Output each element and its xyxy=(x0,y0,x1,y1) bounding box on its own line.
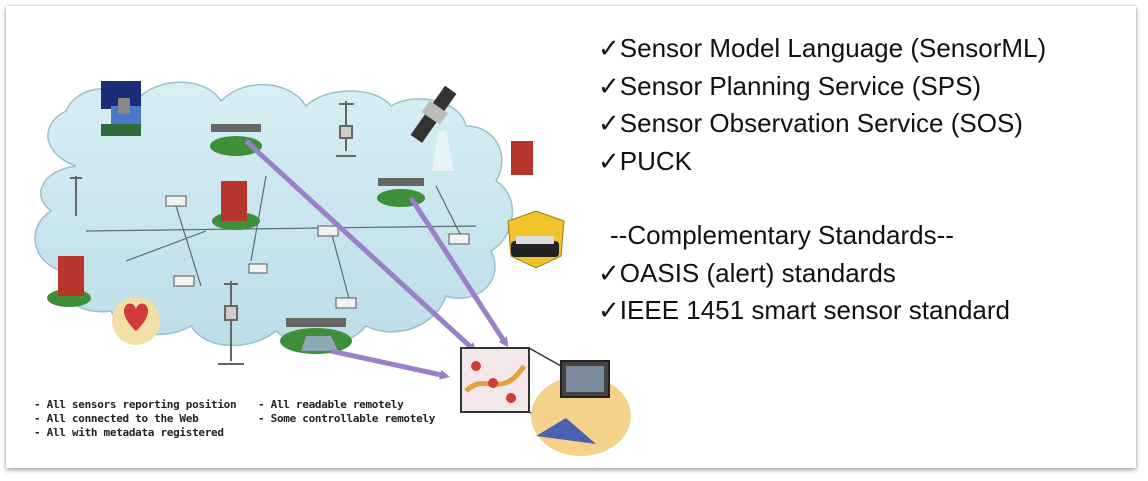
sensor-platform xyxy=(280,318,352,354)
complementary-item: ✓OASIS (alert) standards xyxy=(598,257,896,288)
standards-list: ✓Sensor Model Language (SensorML) ✓Senso… xyxy=(598,30,1143,330)
sensor-web-diagram xyxy=(34,81,631,456)
building-icon xyxy=(212,181,260,230)
diagram-legend-left: - All sensors reporting position - All c… xyxy=(34,398,237,440)
satellite-icon xyxy=(410,85,457,143)
diagram-legend-right: - All readable remotely - Some controlla… xyxy=(258,398,435,426)
legend-item: - Some controllable remotely xyxy=(258,412,436,425)
complementary-item: ✓IEEE 1451 smart sensor standard xyxy=(598,295,1010,325)
building-icon xyxy=(511,141,533,175)
standard-item: ✓PUCK xyxy=(598,145,693,176)
complementary-heading: --Complementary Standards-- xyxy=(610,220,954,250)
map-display-icon xyxy=(460,347,562,427)
weather-station-icon xyxy=(218,281,244,365)
list-spacer xyxy=(598,180,1143,217)
network-nodes xyxy=(165,195,470,309)
slide-frame: - All sensors reporting position - All c… xyxy=(6,6,1136,468)
satellite-beam xyxy=(432,131,454,171)
police-car-icon xyxy=(507,210,565,269)
weather-station-icon xyxy=(70,176,82,216)
legend-item: - All sensors reporting position xyxy=(34,398,237,411)
legend-item: - All connected to the Web xyxy=(34,412,199,425)
network-cloud xyxy=(34,81,513,347)
building-icon xyxy=(47,256,91,307)
health-monitor-icon xyxy=(112,297,160,345)
sensor-platform xyxy=(377,178,425,207)
weather-station-icon xyxy=(336,101,356,157)
satellite-icon xyxy=(101,81,141,136)
data-flow-arrows xyxy=(244,139,509,380)
standard-item: ✓Sensor Planning Service (SPS) xyxy=(598,70,982,101)
legend-item: - All readable remotely xyxy=(258,398,404,411)
analyst-at-computer-icon xyxy=(531,360,631,456)
standard-item: ✓Sensor Model Language (SensorML) xyxy=(598,33,1047,63)
standard-item: ✓Sensor Observation Service (SOS) xyxy=(598,108,1023,138)
legend-item: - All with metadata registered xyxy=(34,426,224,439)
